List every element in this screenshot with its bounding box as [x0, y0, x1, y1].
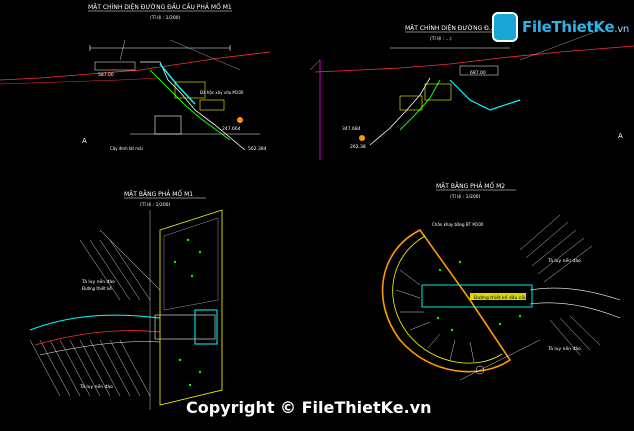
- level-label: 687.00: [470, 70, 486, 76]
- panel-top-left: MẶT CHÍNH DIỆN ĐƯỜNG ĐẦU CẦU PHẢ MỐ M1 (…: [0, 3, 271, 152]
- panel-title: MẶT BẰNG PHẢ MỐ M2: [436, 182, 505, 190]
- note-label: Chân khay bằng BT M100: [432, 222, 484, 227]
- panel-top-right: MẶT CHÍNH DIỆN ĐƯỜNG Đ... (Tỉ lệ : ...) …: [309, 24, 634, 160]
- copyright-watermark: Copyright © FileThietKe.vn: [186, 398, 432, 417]
- level-label: 347.684: [342, 126, 361, 132]
- brand-logo: FileThietKe.vn: [492, 8, 629, 48]
- note-label: Tà luy nền đào: [79, 382, 113, 390]
- note-label: Đường thiết kế: [82, 286, 112, 291]
- panel-title: MẶT CHÍNH DIỆN ĐƯỜNG ĐẦU CẦU PHẢ MỐ M1: [88, 3, 232, 11]
- level-label: 562.384: [248, 146, 267, 152]
- panel-scale: (Tỉ lệ : 1/200): [450, 193, 481, 200]
- logo-icon: [492, 12, 518, 42]
- note-label: Đá hộc xây vữa M100: [200, 90, 244, 95]
- logo-tld: .vn: [614, 24, 629, 35]
- section-mark: A: [82, 137, 87, 145]
- note-label: Tà luy nền đào: [547, 256, 581, 264]
- logo-text: FileThietKe.vn: [522, 18, 629, 36]
- panel-scale: (Tỉ lệ : 1/200): [150, 14, 181, 21]
- panel-title: MẶT CHÍNH DIỆN ĐƯỜNG Đ...: [405, 24, 495, 32]
- note-label: Tà luy nền đào: [547, 344, 581, 352]
- section-mark: A: [618, 132, 623, 140]
- note-label: Tà luy nền đào: [81, 277, 115, 285]
- level-label: 262.38: [350, 144, 366, 150]
- panel-bottom-right: MẶT BẰNG PHẢ MỐ M2 (Tỉ lệ : 1/200) Đường…: [381, 182, 621, 381]
- level-label: 587.00: [98, 72, 114, 78]
- road-label: Đường thiết kế dấu cầu: [474, 293, 527, 301]
- level-label: 247.664: [222, 126, 241, 132]
- logo-brand: FileThietKe: [522, 18, 615, 36]
- panel-scale: (Tỉ lệ : 1/200): [140, 201, 171, 208]
- note-label: Cây đinh lát mái: [110, 146, 143, 151]
- panel-bottom-left: MẶT BẰNG PHẢ MỐ M1 (Tỉ lệ : 1/200) Tà: [29, 190, 223, 410]
- panel-scale: (Tỉ lệ : ...): [430, 35, 452, 42]
- panel-title: MẶT BẰNG PHẢ MỐ M1: [124, 190, 193, 198]
